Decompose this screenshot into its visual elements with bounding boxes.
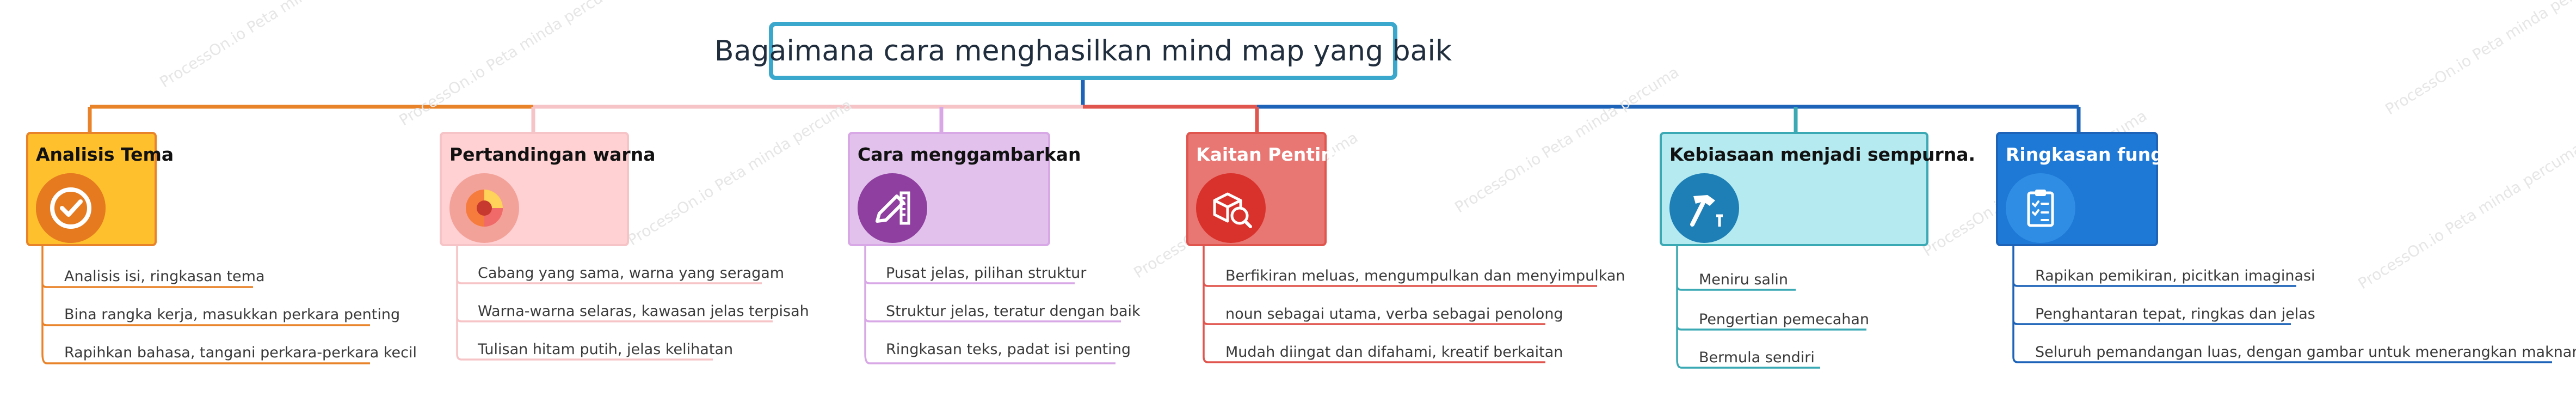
- branch-kebiasaan[interactable]: Kebiasaan menjadi sempurna.: [1660, 132, 1975, 246]
- branch-ringkasan-fungsi[interactable]: Ringkasan fungsi: [1996, 132, 2180, 246]
- branch-cara-menggambarkan[interactable]: Cara menggambarkan: [848, 132, 1081, 246]
- leaf-connector: [1203, 246, 1597, 363]
- branch-kaitan-penting[interactable]: Kaitan Penting: [1186, 132, 1346, 246]
- root-topic[interactable]: Bagaimana cara menghasilkan mind map yan…: [714, 22, 1452, 80]
- leaf-connector: [456, 246, 773, 361]
- leaf-topic[interactable]: Rapihkan bahasa, tangani perkara-perkara…: [64, 344, 417, 361]
- leaf-topic[interactable]: Seluruh pemandangan luas, dengan gambar …: [2035, 344, 2576, 361]
- leaf-topic[interactable]: Warna-warna selaras, kawasan jelas terpi…: [478, 303, 809, 320]
- leaf-topic[interactable]: Ringkasan teks, padat isi penting: [886, 341, 1131, 358]
- branch-title: Ringkasan fungsi: [2006, 144, 2180, 165]
- leaf-topic[interactable]: Mudah diingat dan difahami, kreatif berk…: [1225, 344, 1563, 361]
- check-circle-icon: [36, 173, 106, 243]
- leaf-topic[interactable]: Struktur jelas, teratur dengan baik: [886, 303, 1141, 320]
- branch-title: Analisis Tema: [36, 144, 174, 165]
- leaf-topic[interactable]: Bina rangka kerja, masukkan perkara pent…: [64, 306, 400, 323]
- cube-magnifier-icon: [1196, 173, 1266, 243]
- branch-analisis-tema[interactable]: Analisis Tema: [26, 132, 174, 246]
- hammer-icon: [1669, 173, 1739, 243]
- color-wheel-icon: [449, 173, 519, 243]
- leaf-connector: [1676, 246, 1866, 369]
- leaf-topic[interactable]: Bermula sendiri: [1699, 349, 1815, 366]
- branch-title: Cara menggambarkan: [858, 144, 1081, 165]
- leaf-topic[interactable]: Meniru salin: [1699, 271, 1789, 288]
- branch-title: Kebiasaan menjadi sempurna.: [1669, 144, 1976, 165]
- branch-pertandingan-warna[interactable]: Pertandingan warna: [440, 132, 655, 246]
- clipboard-icon: [2006, 173, 2075, 243]
- branch-title: Pertandingan warna: [449, 144, 656, 165]
- leaf-topic[interactable]: Berfikiran meluas, mengumpulkan dan meny…: [1225, 267, 1625, 284]
- leaf-connector: [41, 246, 370, 364]
- pencil-ruler-icon: [858, 173, 927, 243]
- leaf-topic[interactable]: Pengertian pemecahan: [1699, 311, 1870, 328]
- leaf-topic[interactable]: Rapikan pemikiran, picitkan imaginasi: [2035, 267, 2315, 284]
- leaf-connector: [864, 246, 1121, 364]
- leaf-topic[interactable]: noun sebagai utama, verba sebagai penolo…: [1225, 306, 1563, 322]
- leaf-topic[interactable]: Cabang yang sama, warna yang seragam: [478, 265, 785, 282]
- leaf-connector: [2012, 246, 2552, 363]
- leaf-topic[interactable]: Analisis isi, ringkasan tema: [64, 268, 265, 285]
- leaf-topic[interactable]: Pusat jelas, pilihan struktur: [886, 265, 1087, 282]
- root-topic-label: Bagaimana cara menghasilkan mind map yan…: [714, 34, 1452, 68]
- leaf-topic[interactable]: Tulisan hitam putih, jelas kelihatan: [478, 341, 734, 358]
- branch-title: Kaitan Penting: [1196, 144, 1347, 165]
- leaf-topic[interactable]: Penghantaran tepat, ringkas dan jelas: [2035, 306, 2315, 322]
